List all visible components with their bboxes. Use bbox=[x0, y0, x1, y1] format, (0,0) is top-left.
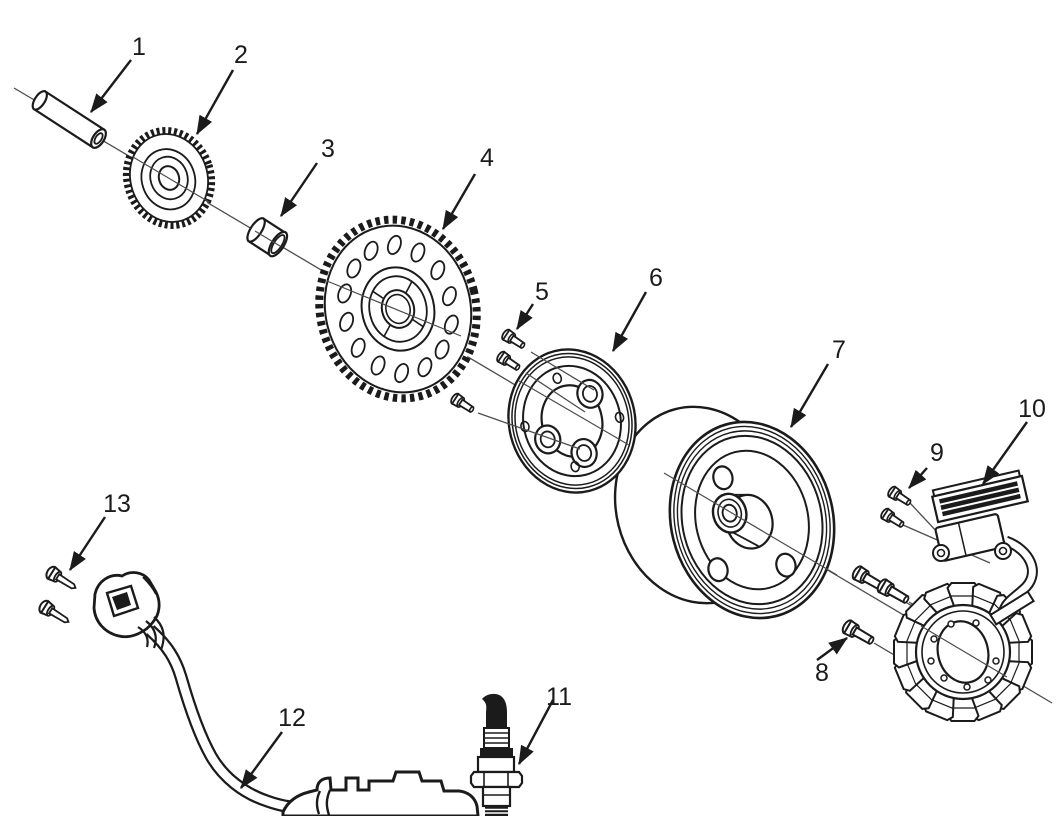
callout-label-8: 8 bbox=[815, 659, 829, 687]
bolt-guide-line bbox=[530, 351, 595, 391]
wire-sleeve bbox=[989, 590, 1035, 626]
stator-center-hole bbox=[936, 620, 990, 684]
bolt-guide-line bbox=[525, 372, 586, 413]
mounting-ear bbox=[994, 542, 1012, 560]
callout-arrow-4 bbox=[441, 173, 477, 231]
starter-driven-gear bbox=[315, 215, 481, 403]
flywheel-rotor bbox=[613, 405, 836, 620]
callout-arrows bbox=[68, 59, 1028, 789]
callout-arrow-2 bbox=[195, 69, 235, 136]
clutch-roller bbox=[576, 378, 604, 409]
callout-labels: 1 2 3 4 5 6 7 8 9 10 11 12 13 bbox=[103, 33, 1046, 732]
ignition-coil-with-plug-cap bbox=[92, 571, 480, 816]
stator bbox=[892, 581, 1034, 723]
ignition-coil-body bbox=[281, 770, 480, 816]
callout-arrow-5 bbox=[515, 303, 535, 331]
bolt-guide-line bbox=[477, 412, 581, 450]
callout-label-5: 5 bbox=[535, 278, 549, 306]
callout-arrow-6 bbox=[611, 291, 648, 353]
clutch-roller bbox=[570, 438, 598, 469]
spark-plug-terminal bbox=[482, 693, 507, 728]
callout-arrow-7 bbox=[789, 363, 830, 429]
callout-arrow-10 bbox=[982, 421, 1028, 485]
callout-label-7: 7 bbox=[832, 336, 846, 364]
callout-label-2: 2 bbox=[234, 41, 248, 69]
spark-plug-threads bbox=[485, 806, 508, 816]
clutch-roller bbox=[534, 424, 562, 455]
callout-arrow-11 bbox=[517, 699, 555, 766]
callout-label-10: 10 bbox=[1018, 395, 1046, 423]
callout-arrow-12 bbox=[240, 731, 283, 789]
axis-overlay-segments bbox=[132, 156, 1008, 678]
callout-label-12: 12 bbox=[278, 704, 306, 732]
flywheel-hole bbox=[712, 465, 734, 491]
callout-label-4: 4 bbox=[480, 144, 494, 172]
callout-arrow-9 bbox=[908, 467, 928, 489]
pickup-coil-connector bbox=[930, 469, 1030, 524]
flywheel-hole bbox=[707, 557, 729, 583]
callout-arrow-13 bbox=[68, 516, 107, 572]
callout-label-1: 1 bbox=[132, 33, 146, 61]
spark-plug bbox=[469, 693, 524, 816]
pickup-coil-screws bbox=[878, 484, 914, 532]
mounting-ear bbox=[932, 544, 950, 562]
dowel-pin bbox=[31, 90, 107, 149]
bushing bbox=[246, 217, 289, 258]
callout-arrow-3 bbox=[280, 162, 318, 217]
callout-label-11: 11 bbox=[546, 683, 572, 711]
callout-arrow-8 bbox=[816, 637, 848, 661]
spark-plug-hex bbox=[469, 770, 524, 789]
callout-label-3: 3 bbox=[321, 135, 335, 163]
coil-mounting-screws bbox=[36, 563, 81, 629]
flywheel-hole bbox=[775, 552, 797, 578]
callout-arrow-1 bbox=[90, 59, 132, 113]
callout-label-6: 6 bbox=[649, 264, 663, 292]
callout-label-9: 9 bbox=[930, 439, 944, 467]
callout-label-13: 13 bbox=[103, 490, 131, 518]
